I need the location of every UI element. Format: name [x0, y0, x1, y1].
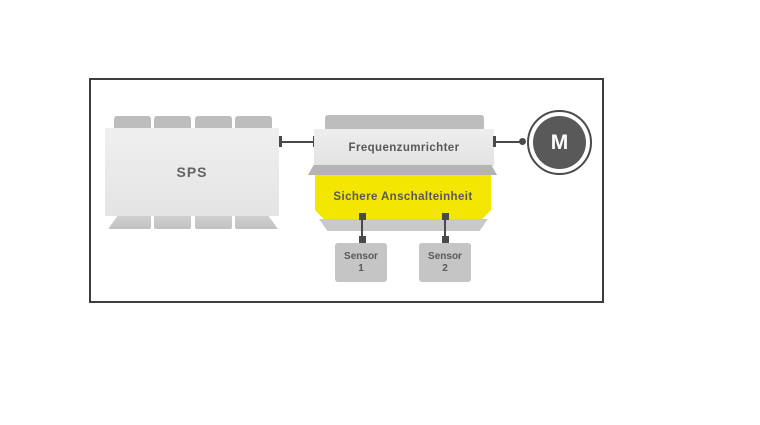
motor-label: M — [550, 130, 569, 154]
frequency-converter-block: Frequenzumrichter — [314, 129, 494, 166]
sensor1-label-line1: Sensor — [344, 250, 378, 262]
connector-sps-fu-left-cap — [279, 136, 282, 147]
connector-fu-motor-cap — [493, 136, 496, 147]
sensor1-label-line2: 1 — [358, 262, 364, 274]
connector-fu-motor-line — [495, 140, 524, 143]
safe-connection-unit-lower-band — [319, 219, 488, 231]
sensor2-connector-line — [444, 217, 446, 243]
motor-symbol: M — [533, 116, 586, 169]
sps-top-tab-3 — [195, 116, 232, 129]
sensor2-label-line2: 2 — [442, 262, 448, 274]
sps-bottom-tab-2 — [154, 216, 191, 229]
sps-bottom-tab-4 — [235, 216, 278, 229]
safe-connection-unit-block: Sichere Anschalteinheit — [315, 175, 491, 219]
connector-fu-motor-dot — [519, 138, 526, 145]
safe-connection-unit-label: Sichere Anschalteinheit — [333, 191, 473, 203]
sps-label: SPS — [176, 164, 208, 180]
sensor2-block: Sensor 2 — [419, 243, 471, 282]
sps-top-tab-1 — [114, 116, 151, 129]
sensor2-label-line1: Sensor — [428, 250, 462, 262]
sensor1-block: Sensor 1 — [335, 243, 387, 282]
diagram-frame: SPS Frequenzumrichter Sichere Anschaltei… — [89, 78, 604, 303]
sensor1-bottom-connector-square — [359, 236, 366, 243]
sps-bottom-tab-1 — [108, 216, 151, 229]
frequency-converter-top-tab — [325, 115, 484, 129]
connector-sps-fu-line — [281, 140, 314, 143]
sensor1-connector-line — [361, 217, 363, 243]
sps-top-tab-2 — [154, 116, 191, 129]
sensor2-bottom-connector-square — [442, 236, 449, 243]
sps-top-tab-4 — [235, 116, 272, 129]
frequency-converter-label: Frequenzumrichter — [348, 141, 460, 154]
sps-block: SPS — [105, 128, 279, 216]
sensor1-top-connector-square — [359, 213, 366, 220]
sps-bottom-tab-3 — [195, 216, 232, 229]
sensor2-top-connector-square — [442, 213, 449, 220]
frequency-converter-lower-band — [308, 165, 497, 175]
